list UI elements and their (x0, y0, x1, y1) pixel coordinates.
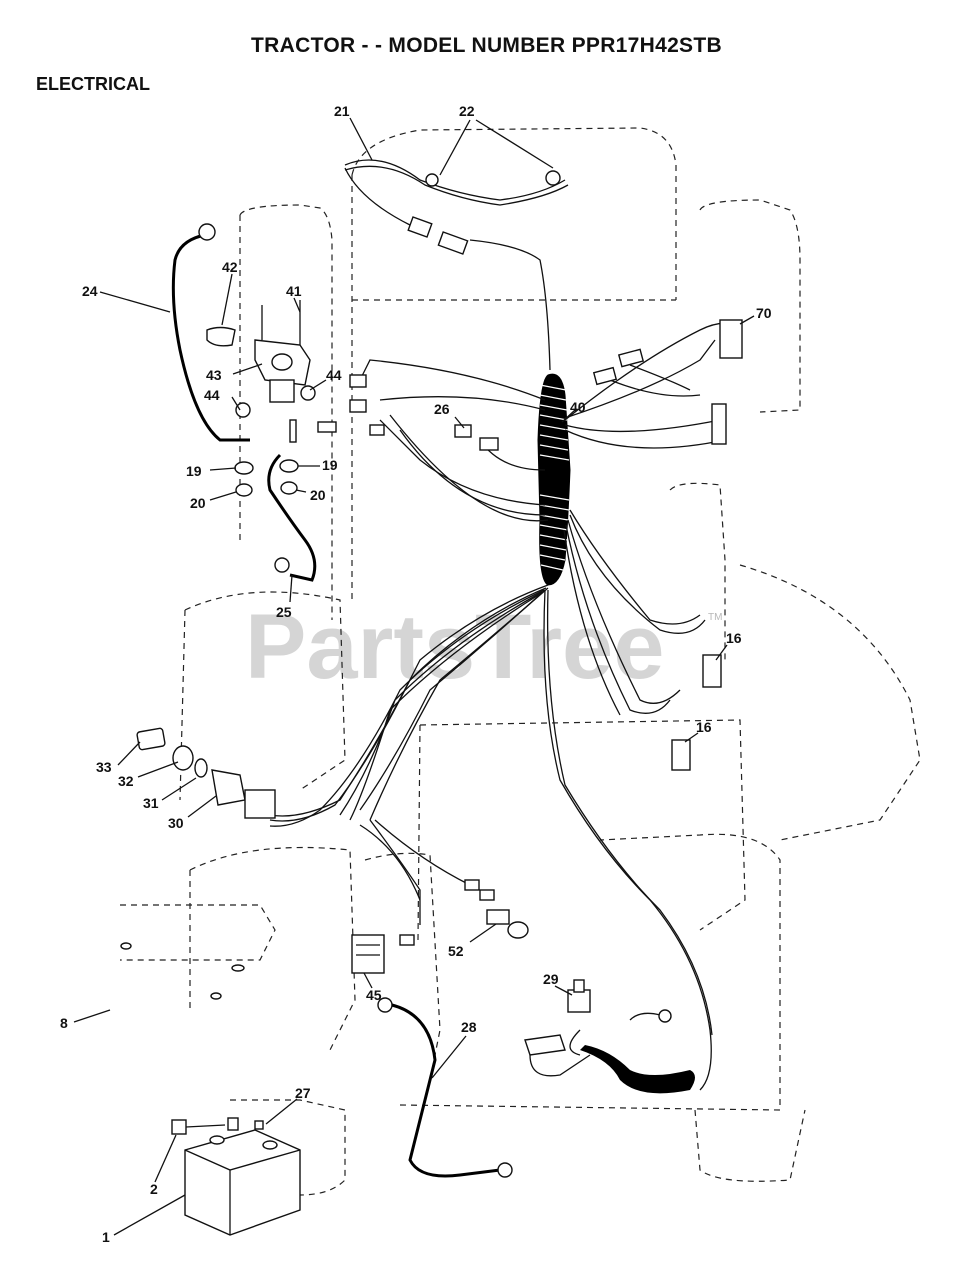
callout-32: 32 (118, 773, 134, 789)
callout-70: 70 (756, 305, 772, 321)
callout-28: 28 (461, 1019, 477, 1035)
callout-52: 52 (448, 943, 464, 959)
hood-hardware (120, 942, 245, 1000)
callout-44-left: 44 (204, 387, 220, 403)
callout-16-upper: 16 (726, 630, 742, 646)
tractor-outline (120, 127, 921, 1196)
callout-27: 27 (295, 1085, 311, 1101)
callout-31: 31 (143, 795, 159, 811)
page-title: TRACTOR - - MODEL NUMBER PPR17H42STB (251, 34, 722, 57)
callout-40: 40 (570, 399, 586, 415)
callout-25: 25 (276, 604, 292, 620)
leader-lines (73, 117, 755, 1236)
starter-solenoid (206, 300, 316, 497)
callout-45: 45 (366, 987, 382, 1003)
callout-41: 41 (286, 283, 302, 299)
cable-28 (377, 997, 513, 1178)
headlight-harness (344, 159, 569, 371)
fuel-solenoid (524, 979, 695, 1094)
callout-33: 33 (96, 759, 112, 775)
callout-19-left: 19 (186, 463, 202, 479)
lower-components (351, 909, 529, 974)
ignition-assembly (136, 727, 276, 819)
callout-30: 30 (168, 815, 184, 831)
harness-branches (317, 319, 743, 716)
callout-42: 42 (222, 259, 238, 275)
callout-8: 8 (60, 1015, 68, 1031)
callout-20-left: 20 (190, 495, 206, 511)
callout-24: 24 (82, 283, 98, 299)
switches (671, 654, 722, 771)
callout-20-right: 20 (310, 487, 326, 503)
callout-16-lower: 16 (696, 719, 712, 735)
callout-29: 29 (543, 971, 559, 987)
callout-44-right: 44 (326, 367, 342, 383)
callout-22: 22 (459, 103, 475, 119)
watermark-text: PartsTree (245, 596, 664, 698)
section-label: ELECTRICAL (36, 74, 150, 94)
callout-43: 43 (206, 367, 222, 383)
callout-21: 21 (334, 103, 350, 119)
watermark-tm: TM (708, 612, 722, 623)
dash-bundle (269, 584, 713, 1091)
coiled-harness (537, 373, 571, 586)
battery (171, 1117, 301, 1236)
callout-19-right: 19 (322, 457, 338, 473)
callout-numbers: 21 22 24 42 41 43 44 44 19 19 20 20 25 2… (60, 103, 772, 1245)
callout-1: 1 (102, 1229, 110, 1245)
battery-cables (171, 223, 317, 582)
callout-2: 2 (150, 1181, 158, 1197)
callout-26: 26 (434, 401, 450, 417)
